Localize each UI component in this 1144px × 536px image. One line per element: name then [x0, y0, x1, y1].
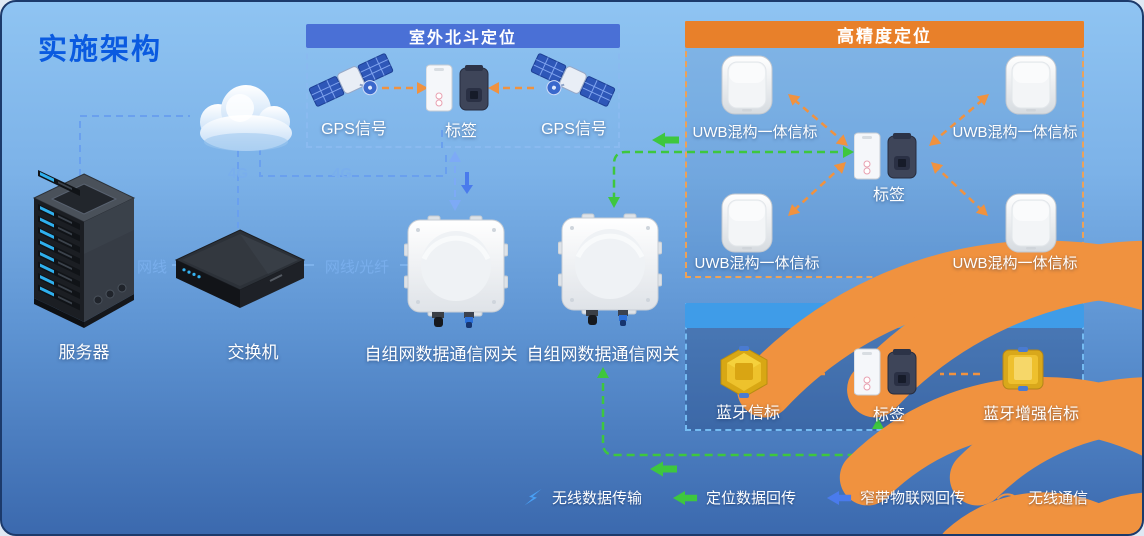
uwb-beacon-bottom-right — [1004, 192, 1058, 254]
gateway2-label: 自组网数据通信网关 — [526, 345, 680, 364]
uwb-beacon-label-br: UWB混构一体信标 — [952, 255, 1078, 272]
server-label: 服务器 — [58, 343, 110, 362]
legend-item-wireless-data: 无线数据传输 — [522, 487, 642, 508]
green-return-arrowheads — [597, 132, 884, 477]
bluetooth-beacon-label: 蓝牙信标 — [715, 405, 780, 422]
bluetooth-beacon-device — [716, 346, 772, 398]
lightning-icon — [522, 489, 544, 506]
wire-link-label: 网线 — [136, 259, 167, 276]
uwb-tag-label: 标签 — [872, 187, 905, 204]
legend-label: 无线数据传输 — [552, 490, 643, 507]
tag-pair-bluetooth — [854, 346, 924, 398]
gps-satellite-icon — [308, 52, 394, 114]
bluetooth-tag-label: 标签 — [872, 407, 905, 424]
switch-device — [174, 228, 306, 320]
server-device — [28, 170, 140, 328]
tag-pair-uwb — [854, 130, 924, 182]
gateway1-label: 自组网数据通信网关 — [364, 345, 518, 364]
legend-item-nbiot-return: 窄带物联网回传 — [826, 487, 965, 508]
uwb-beacon-bottom-left — [720, 192, 774, 254]
legend-label: 定位数据回传 — [706, 490, 797, 507]
uwb-beacon-label-bl: UWB混构一体信标 — [694, 255, 820, 272]
gps-signal-left-label: GPS信号 — [321, 121, 387, 138]
gateway-device-1 — [404, 214, 508, 328]
uwb-beacon-top-left — [720, 54, 774, 116]
gps-satellite-icon — [530, 52, 616, 114]
blue-network-links — [79, 115, 456, 228]
fiber-link-label: 网线/光纤 — [324, 259, 390, 276]
legend-item-wireless-comm: 无线通信 — [995, 487, 1088, 508]
nbiot-downlink-arrow — [461, 172, 473, 194]
page-title: 实施架构 — [38, 34, 163, 66]
gps-signal-right-label: GPS信号 — [541, 121, 607, 138]
beidou-tag-label: 标签 — [444, 123, 477, 140]
section-high-precision-header: 高精度定位 — [685, 21, 1084, 48]
orange-signal-arrowheads — [417, 82, 989, 216]
green-return-arrow-icon — [672, 490, 698, 505]
cloud-icon — [184, 80, 304, 154]
bluetooth-enhanced-beacon-label: 蓝牙增强信标 — [982, 406, 1079, 423]
uwb-beacon-top-right — [1004, 54, 1058, 116]
legend: 无线数据传输 定位数据回传 窄带物联网回传 无线通信 — [522, 487, 1088, 508]
tag-pair-beidou — [426, 62, 496, 114]
nbiot-arrow-icon — [826, 490, 852, 505]
gateway-device-2 — [558, 212, 662, 326]
wifi-icon — [995, 487, 1020, 508]
uwb-beacon-label-tr: UWB混构一体信标 — [952, 124, 1078, 141]
legend-item-positioning-return: 定位数据回传 — [672, 487, 796, 508]
switch-label: 交换机 — [227, 343, 279, 362]
uwb-beacon-label-tl: UWB混构一体信标 — [692, 124, 818, 141]
legend-label: 窄带物联网回传 — [860, 490, 966, 507]
section-beidou-positioning: 室外北斗定位 — [306, 24, 620, 148]
legend-label: 无线通信 — [1028, 490, 1089, 507]
section-beidou-header: 室外北斗定位 — [306, 24, 620, 48]
4g-link-label-left: 4G — [227, 165, 248, 182]
4g-link-label-right: 4G — [331, 165, 352, 182]
bidirectional-4g-arrows — [449, 151, 461, 211]
bluetooth-enhanced-beacon-device — [1002, 346, 1044, 392]
